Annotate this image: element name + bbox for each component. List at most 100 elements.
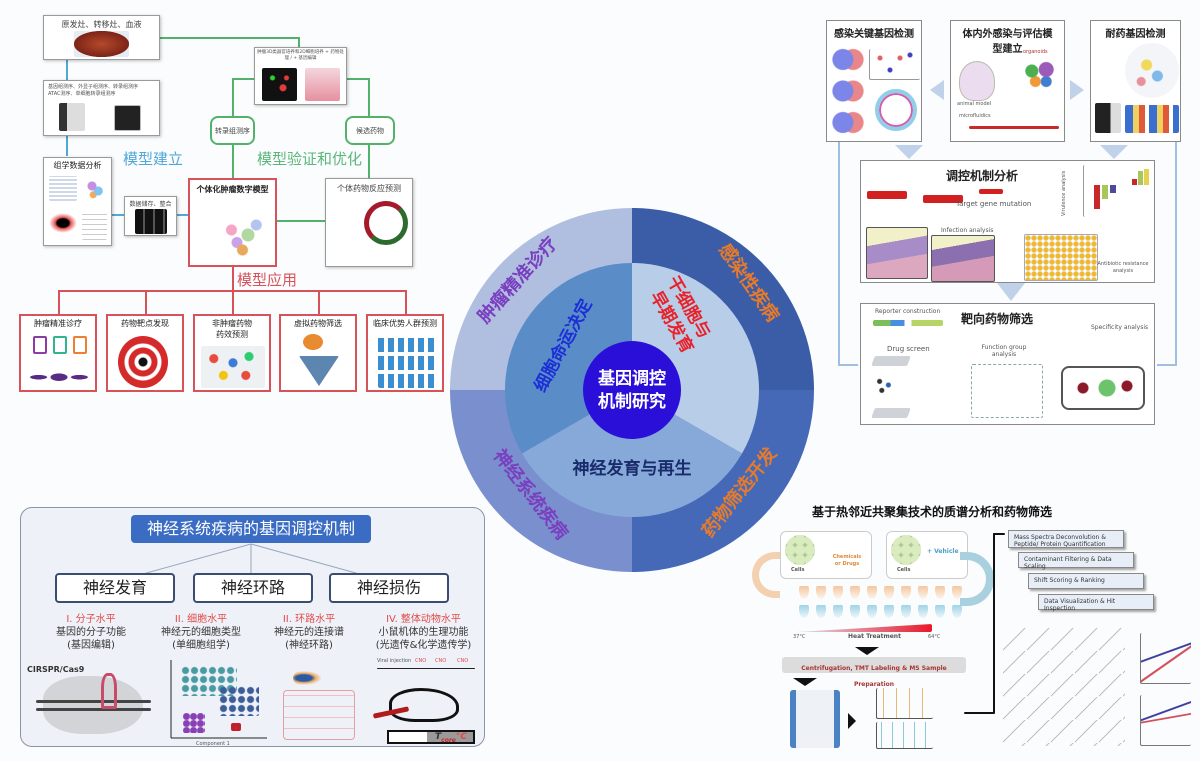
cells-vehicle-box: Cells + Vehicle: [886, 531, 968, 579]
flow-connector: [964, 712, 994, 714]
timeline-cno: CNO: [415, 658, 427, 664]
connector: [298, 37, 300, 47]
table-icon: [82, 210, 107, 240]
omics-box: 组学数据分析: [43, 157, 112, 246]
timeline-cno: CNO: [457, 658, 469, 664]
brain-illustration: [293, 668, 329, 688]
connector: [232, 78, 254, 80]
cluster-blue: [219, 686, 259, 716]
cluster-red: [231, 723, 241, 731]
temp-high: 64°C: [928, 634, 941, 640]
app-box-target-discovery: 药物靶点发现: [106, 314, 184, 392]
level-desc: 小鼠机体的生理功能: [378, 627, 469, 638]
cells-label: Cells: [897, 567, 911, 573]
level-desc: 神经元的细胞类型: [161, 627, 241, 638]
source-box: 原发灶、转移灶、血液: [43, 15, 160, 60]
inner-segment-neuro-dev: [522, 390, 742, 518]
right-arrow: [848, 713, 856, 729]
mechanism-box: 调控机制分析 Target gene mutation Infection an…: [860, 160, 1155, 283]
category-neuro-injury: 神经损伤: [329, 573, 449, 603]
level-note: (神经环路): [285, 640, 333, 651]
connector: [232, 144, 234, 178]
app-box-non-tumor-drug: 非肿瘤药物 药效预测: [193, 314, 271, 392]
center-label-line2: 机制研究: [598, 391, 666, 412]
digital-model-label: 个体化肿瘤数字模型: [196, 185, 269, 194]
research-wheel: 基因调控 机制研究 细胞命运决定 干细胞与 早期发育 神经发育与再生 肿瘤精准诊…: [450, 208, 814, 572]
cells-drug-box: Cells Chemicals or Drugs: [780, 531, 872, 579]
down-arrow: [793, 678, 817, 686]
connector: [66, 136, 68, 156]
app-label: 药效预测: [216, 330, 248, 339]
spectrum-blue: [876, 722, 933, 749]
melt-curve-chart-2: [1140, 695, 1191, 746]
crispr-label: CIRSPR/Cas9: [27, 665, 85, 674]
virulence-bar-chart: [1083, 165, 1152, 217]
tube-row-blue: [796, 605, 962, 621]
step-label: Data Visualization & Hit Inspection: [1044, 598, 1116, 612]
drug-cycle-icon: [364, 201, 408, 245]
connector: [58, 290, 60, 314]
heatmap-icon: [49, 176, 77, 201]
step-label: Mass Spectra Deconvolution & Peptide/ Pr…: [1014, 534, 1106, 548]
connector: [177, 214, 188, 216]
heat-label: Heat Treatment: [848, 633, 901, 640]
key-gene-title: 感染关键基因检测: [834, 29, 914, 40]
level-desc: 基因的分子功能: [56, 627, 126, 638]
temp-low: 37°C: [793, 634, 806, 640]
function-label: Function group analysis: [981, 344, 1027, 358]
people-icon: [29, 364, 89, 386]
arrow-left: [930, 80, 944, 100]
infection-model-title-1: 体内外感染与评估模: [962, 29, 1053, 40]
category-neuro-development: 神经发育: [55, 573, 175, 603]
tcore-box: Tcore°C: [387, 730, 475, 744]
fluorescence-image: [262, 68, 297, 101]
level-cellular: II. 细胞水平 神经元的细胞类型 (单细胞组学): [146, 613, 256, 652]
population-icon: [378, 334, 436, 388]
resistance-gene-box: 耐药基因检测: [1090, 20, 1181, 142]
app-label: 虚拟药物筛选: [294, 319, 342, 328]
axis-x-label: Component 1: [196, 741, 230, 747]
pipeline-step-3: Shift Scoring & Ranking: [1028, 573, 1144, 589]
app-label: 药物靶点发现: [121, 319, 169, 328]
connector: [368, 144, 370, 178]
plate-icon: [871, 356, 911, 366]
cell-diagram: [1061, 366, 1145, 410]
app-box-virtual-screening: 虚拟药物筛选: [279, 314, 357, 392]
sequencing-box: 基因组测序、外显子组测序、转录组测序 ATAC测序、单细胞转录组测序: [43, 80, 160, 136]
proteome-title: 基于热邻近共聚集技术的质谱分析和药物筛选: [812, 505, 1053, 519]
side-connector-left: [838, 142, 840, 366]
connector: [112, 214, 124, 216]
curved-arrow-right: [960, 552, 994, 606]
culture-box: 肿瘤3D类器官培养和2D细胞培养 + 药物处理 / + 基因编辑: [254, 47, 347, 105]
network-icon: [215, 210, 270, 260]
circuit-diagram: [283, 690, 355, 740]
step-label: Contaminant Filtering & Data Scaling: [1024, 556, 1112, 570]
level-molecular: I. 分子水平 基因的分子功能 (基因编辑): [41, 613, 141, 652]
level-note: (光遗传&化学遗传学): [375, 640, 472, 651]
timeline-axis: [377, 668, 475, 669]
organoid-icon: [1021, 59, 1057, 89]
pipeline-step-4: Data Visualization & Hit Inspection: [1038, 594, 1154, 612]
level-circuit: II. 环路水平 神经元的连接谱 (神经环路): [259, 613, 359, 652]
plate-icon: [871, 408, 911, 418]
function-diagram: [971, 364, 1043, 418]
curved-arrow-left: [752, 552, 780, 598]
connector: [66, 60, 68, 80]
target-screen-box: 靶向药物筛选 Reporter construction Drug screen…: [860, 303, 1155, 425]
pipeline-step-1: Mass Spectra Deconvolution & Peptide/ Pr…: [1008, 530, 1124, 548]
center-label-line1: 基因调控: [597, 368, 666, 389]
mouse-outline: [389, 688, 459, 722]
bottle-icon: [73, 336, 87, 354]
storage-label: 数据储存、整合: [129, 201, 172, 208]
tcore-label: T: [435, 732, 442, 742]
prep-bar: Centrifugation, TMT Labeling & MS Sample…: [782, 657, 966, 688]
spectrum-orange: [876, 688, 933, 719]
connector: [145, 290, 147, 314]
level-desc: 神经元的连接谱: [274, 627, 344, 638]
histology-image-1: [866, 227, 928, 279]
venn-diagram: [831, 46, 865, 136]
histology-image-2: [931, 235, 995, 282]
label-model-build: 模型建立: [123, 150, 184, 168]
seq-item-1: 基因组测序、外显子组测序、转录组测序: [48, 84, 139, 90]
response-box: 个体药物反应预测: [325, 178, 413, 267]
